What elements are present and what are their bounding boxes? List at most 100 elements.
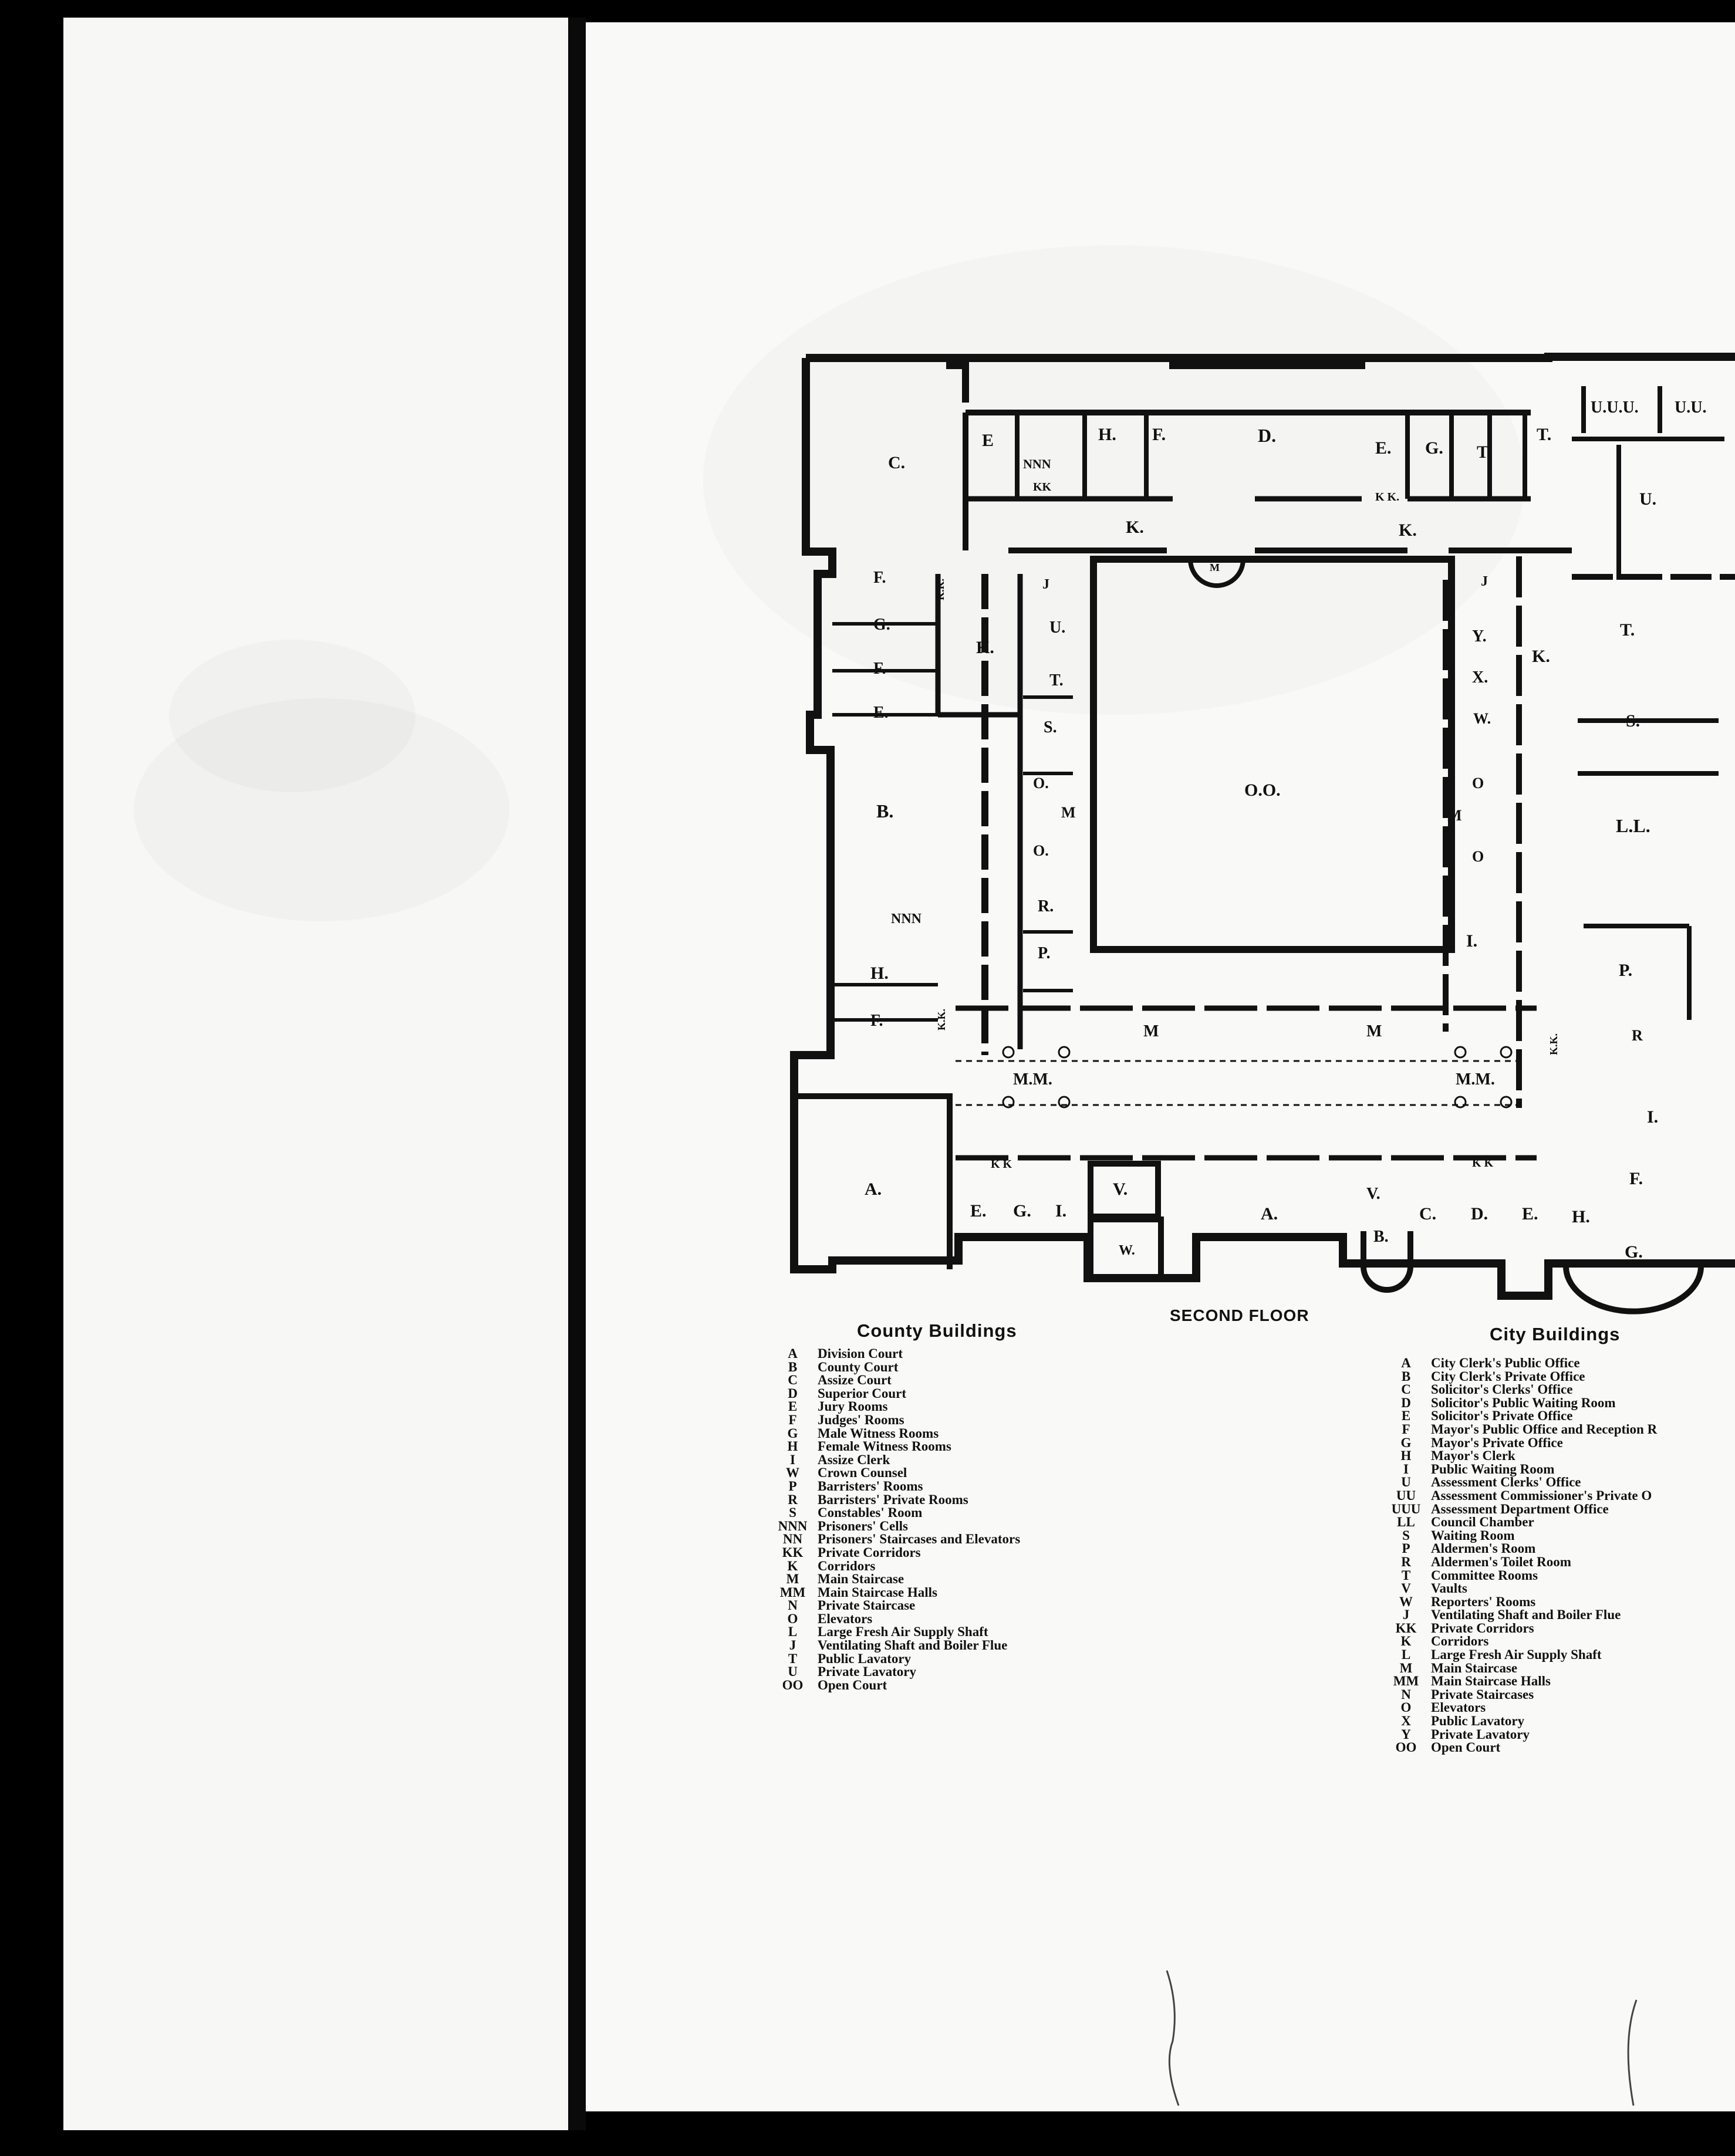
paper-tears (1166, 1970, 1638, 2106)
legend-row: B County Court (768, 1359, 1020, 1374)
city-heading: City Buildings (1490, 1324, 1621, 1344)
label-o-right1: O (1472, 775, 1484, 792)
label-kk-top2: K K. (1375, 491, 1399, 503)
label-e-bottom: E. (970, 1201, 987, 1221)
legend-description: Private Corridors (818, 1545, 921, 1560)
bottom-corridor-walls (956, 1005, 1537, 1161)
label-s-left: S. (1044, 718, 1057, 736)
legend-row: Y Private Lavatory (1381, 1728, 1657, 1742)
legend-description: Main Staircase (1431, 1660, 1518, 1675)
label-g-top: G. (1425, 438, 1443, 458)
label-y-right: Y. (1472, 627, 1487, 646)
legend-row: J Ventilating Shaft and Boiler Flue (768, 1638, 1020, 1653)
legend-code: K (1400, 1634, 1412, 1649)
legend-code: X (1401, 1714, 1411, 1729)
legend-code: W (1399, 1594, 1413, 1609)
label-i-right2: I. (1647, 1107, 1658, 1127)
label-m-mid2: M (1366, 1022, 1382, 1040)
legend-row: K Corridors (1381, 1635, 1657, 1648)
legend-code: KK (782, 1545, 804, 1560)
label-i-bottom: I. (1055, 1201, 1066, 1221)
legend-description: Council Chamber (1431, 1515, 1534, 1530)
legend-description: Elevators (818, 1611, 873, 1626)
legend-description: Open Court (818, 1677, 887, 1692)
legend-description: Public Waiting Room (1431, 1461, 1555, 1476)
legend-description: Open Court (1431, 1740, 1501, 1755)
label-e-bottom2: E. (1522, 1204, 1538, 1224)
legend-description: Private Lavatory (1431, 1726, 1530, 1742)
legend-description: Superior Court (818, 1385, 906, 1401)
label-s-right: S. (1626, 711, 1640, 731)
legend-code: H (1400, 1448, 1412, 1464)
legend-description: County Court (818, 1359, 899, 1374)
legend-description: Corridors (1431, 1634, 1489, 1649)
label-h-right: H. (1572, 1207, 1590, 1226)
left-room-dividers (832, 622, 938, 1022)
legend-code: R (1401, 1554, 1411, 1569)
legend-description: Division Court (818, 1346, 903, 1361)
room-w (1088, 1216, 1164, 1281)
wall-top-left (806, 354, 969, 403)
label-f-left3: F. (870, 1012, 883, 1030)
label-i-right: I. (1466, 931, 1477, 951)
legend-code: B (788, 1359, 798, 1374)
label-g-right: G. (1625, 1242, 1643, 1262)
legend-description: Private Staircase (818, 1598, 916, 1613)
label-m-right: M (1447, 807, 1462, 824)
legend-code: T (1401, 1567, 1411, 1583)
legend-code: M (1399, 1660, 1413, 1675)
label-nnn-top: NNN (1023, 457, 1051, 471)
legend-code: J (789, 1638, 796, 1653)
label-kk-left2: K.K. (936, 1009, 947, 1030)
label-kk-left: K.K. (934, 579, 946, 600)
legend-code: P (1402, 1541, 1410, 1556)
legend-code: OO (782, 1677, 804, 1692)
label-mm-right: M.M. (1456, 1070, 1495, 1089)
label-r-right: R (1632, 1027, 1643, 1044)
legend-description: Private Lavatory (818, 1664, 916, 1679)
legend-code: KK (1395, 1620, 1417, 1635)
legend-description: Ventilating Shaft and Boiler Flue (818, 1638, 1008, 1653)
legend-code: OO (1395, 1740, 1417, 1755)
legend-code: C (788, 1373, 798, 1388)
label-uuu: U.U.U. (1591, 398, 1639, 417)
legend-description: Public Lavatory (818, 1651, 912, 1666)
legend-description: Assessment Commissioner's Private O (1431, 1488, 1652, 1503)
label-f-left1: F. (873, 569, 886, 587)
legend-code: UU (1396, 1488, 1416, 1503)
legend-row: OO Open Court (768, 1677, 1020, 1692)
legend-code: J (1402, 1607, 1410, 1623)
label-x-right: X. (1472, 668, 1488, 687)
legend-code: F (788, 1412, 797, 1427)
label-k-right: K. (1532, 647, 1550, 666)
label-oo: O.O. (1244, 780, 1281, 800)
label-kk-bottom: K K (991, 1158, 1012, 1171)
right-room-walls (1578, 718, 1719, 1020)
legend-code: F (1402, 1421, 1410, 1437)
label-o-left1: O. (1033, 775, 1049, 792)
legend-description: Judges' Rooms (818, 1412, 904, 1427)
open-court (1090, 556, 1455, 953)
wall-room-a-left (794, 1093, 953, 1269)
legend-description: Crown Counsel (818, 1465, 907, 1481)
label-m-mid1: M (1143, 1022, 1159, 1040)
legend-description: Mayor's Public Office and Reception R (1431, 1421, 1658, 1437)
label-c: C. (888, 453, 905, 472)
label-j-right: J (1481, 574, 1488, 589)
legend-code: Y (1401, 1726, 1411, 1742)
legend-description: Private Staircases (1431, 1687, 1534, 1702)
legend-description: Assize Clerk (818, 1452, 890, 1467)
label-k-top: K. (1126, 518, 1144, 537)
label-e-top2: E. (1375, 438, 1392, 458)
label-nnn-left: NNN (891, 911, 922, 927)
